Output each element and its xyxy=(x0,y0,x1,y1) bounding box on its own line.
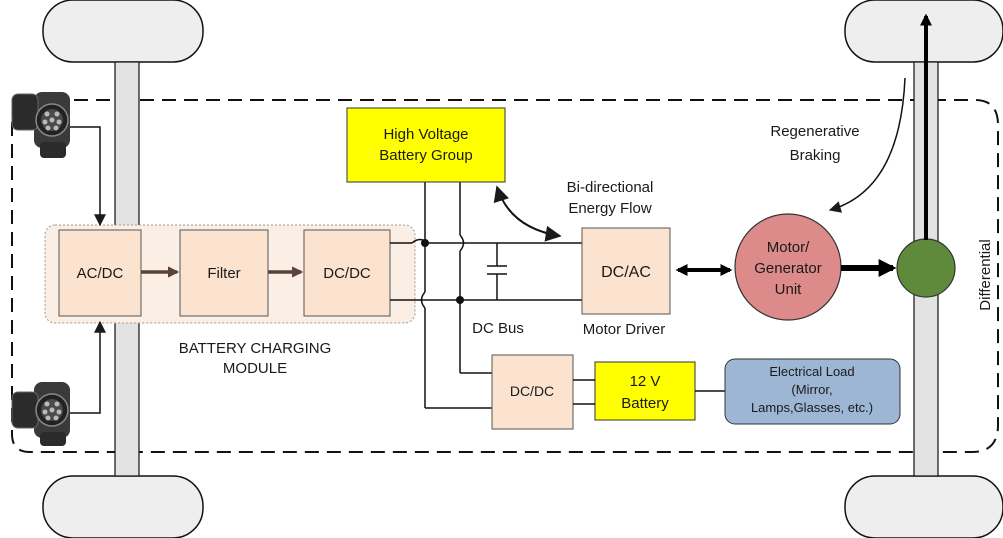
motor-driver-label: Motor Driver xyxy=(583,321,666,338)
wheel-rear-right xyxy=(844,475,1003,538)
junction-dot-bottom xyxy=(456,296,464,304)
load-label-line3: Lamps,Glasses, etc.) xyxy=(751,400,873,415)
module-label-line2: MODULE xyxy=(223,360,287,377)
wheel-front-left xyxy=(42,0,204,63)
charging-port-bottom-icon xyxy=(11,382,70,446)
dcac-block xyxy=(581,227,671,315)
filter-label: Filter xyxy=(207,265,240,282)
hv-battery-block xyxy=(346,107,506,183)
bidirectional-label-line2: Energy Flow xyxy=(568,200,652,217)
load-label-line1: Electrical Load xyxy=(769,364,854,379)
motor-label-line2: Generator xyxy=(754,260,822,277)
acdc-label: AC/DC xyxy=(77,265,124,282)
regen-braking-arrow xyxy=(828,77,906,213)
filter-block xyxy=(179,229,269,317)
differential-unit xyxy=(896,238,956,298)
electrical-load-block xyxy=(724,358,901,425)
regen-label-line2: Braking xyxy=(790,147,841,164)
load-label-line2: (Mirror, xyxy=(791,382,832,397)
hv-battery-label-line1: High Voltage xyxy=(383,126,468,143)
dcac-label: DC/AC xyxy=(601,264,651,281)
differential-label: Differential xyxy=(977,239,994,310)
charger-input-top-line xyxy=(70,126,106,227)
bidirectional-flow-arrow xyxy=(493,185,562,242)
motor-label-line1: Motor/ xyxy=(767,239,810,256)
battery-12v-label-line1: 12 V xyxy=(630,373,661,390)
junction-dot-top xyxy=(421,239,429,247)
motor-label-line3: Unit xyxy=(775,281,803,298)
bidirectional-label-line1: Bi-directional xyxy=(567,179,654,196)
dcdc-charger-block xyxy=(303,229,391,317)
battery-12v-block xyxy=(594,361,696,421)
dcdc-aux-label: DC/DC xyxy=(510,383,554,399)
dcdc-aux-block xyxy=(491,354,574,430)
hv-battery-label-line2: Battery Group xyxy=(379,147,472,164)
regen-label-line1: Regenerative xyxy=(770,123,859,140)
dcdc-charger-label: DC/DC xyxy=(323,265,371,282)
charging-port-top-icon xyxy=(11,92,70,158)
acdc-block xyxy=(58,229,142,317)
module-label-line1: BATTERY CHARGING xyxy=(179,340,332,357)
wheel-rear-left xyxy=(42,475,204,538)
aux-wiring xyxy=(573,379,725,405)
charger-input-bottom-line xyxy=(70,320,106,414)
dc-bus-label: DC Bus xyxy=(472,320,524,337)
dc-bus-wiring xyxy=(390,180,582,409)
battery-12v-label-line2: Battery xyxy=(621,395,669,412)
